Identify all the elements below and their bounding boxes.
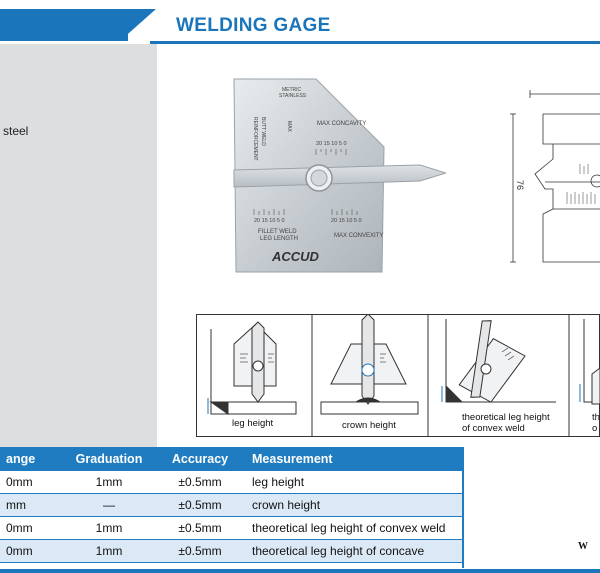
technical-drawing: 76 [510, 90, 600, 263]
footer-fragment: W [578, 541, 588, 552]
cell-accuracy: ±0.5mm [156, 539, 244, 563]
header-range: ange [0, 447, 62, 471]
footer-rule [0, 569, 600, 573]
gage-slider [233, 164, 446, 188]
cell-range: 0mm [0, 471, 62, 494]
marking-butt: BUTT WELD [260, 117, 266, 146]
marking-fillet: FILLET WELD [258, 229, 297, 235]
brand-logo: ACCUD [271, 249, 320, 264]
page-title: WELDING GAGE [176, 15, 331, 36]
marking-scale-left: 20 15 10 5 0 [254, 218, 285, 224]
cell-graduation: 1mm [62, 539, 156, 563]
cell-accuracy: ±0.5mm [156, 516, 244, 540]
header-rule [150, 41, 600, 44]
usage-illustrations: leg height crown height theoretical leg … [196, 314, 600, 437]
cell-range: 0mm [0, 539, 62, 563]
cell-measurement: theoretical leg height of convex weld [244, 516, 463, 540]
header-tab-notch [120, 9, 156, 41]
caption-leg-height: leg height [232, 418, 274, 429]
marking-max: MAX [286, 121, 292, 133]
table-row: 0mm 1mm ±0.5mm theoretical leg height of… [0, 539, 463, 563]
usage-panel-convex-weld [445, 319, 556, 403]
dimension-76: 76 [515, 180, 525, 190]
header-measurement: Measurement [244, 447, 463, 471]
welding-gage-photo: METRIC STAINLESS BUTT WELD REINFORCEMENT… [233, 78, 446, 273]
cell-accuracy: ±0.5mm [156, 493, 244, 517]
header-tab [0, 9, 128, 41]
marking-scale-upper: 20 15 10 5 0 [316, 141, 347, 147]
table-row: 0mm 1mm ±0.5mm theoretical leg height of… [0, 516, 463, 540]
marking-metric: METRIC [282, 87, 302, 93]
marking-stainless: STAINLESS [279, 93, 307, 99]
marking-scale-right: 20 15 10 5 0 [331, 218, 362, 224]
cell-measurement: leg height [244, 471, 463, 494]
left-info-panel: steel [0, 44, 157, 447]
header-graduation: Graduation [62, 447, 156, 471]
usage-panel-leg-height [209, 321, 297, 415]
caption-crown-height: crown height [342, 420, 396, 431]
caption-fragment-o: o [592, 423, 598, 434]
cell-graduation: 1mm [62, 471, 156, 494]
cell-range: 0mm [0, 516, 62, 540]
header-accuracy: Accuracy [156, 447, 244, 471]
caption-fragment-th: th [592, 412, 600, 423]
usage-panel-crown-height [320, 314, 419, 415]
cell-graduation: 1mm [62, 516, 156, 540]
usage-panel-concave-weld [583, 319, 600, 405]
caption-theoretical-leg-height: theoretical leg height [462, 412, 550, 423]
table-row: mm — ±0.5mm crown height [0, 493, 463, 517]
spec-table: ange Graduation Accuracy Measurement 0mm… [0, 447, 463, 563]
cell-measurement: crown height [244, 493, 463, 517]
marking-convexity: MAX CONVEXITY [334, 233, 383, 239]
table-header-row: ange Graduation Accuracy Measurement [0, 447, 463, 471]
cell-graduation: — [62, 493, 156, 517]
material-text: steel [3, 124, 29, 138]
cell-range: mm [0, 493, 62, 517]
usage-frame [196, 314, 600, 437]
table-right-border [462, 447, 464, 568]
caption-of-convex-weld: of convex weld [462, 423, 525, 434]
cell-accuracy: ±0.5mm [156, 471, 244, 494]
marking-concavity: MAX CONCAVITY [317, 121, 366, 127]
marking-leglen: LEG LENGTH [260, 236, 298, 242]
marking-reinf: REINFORCEMENT [252, 117, 258, 161]
cell-measurement: theoretical leg height of concave [244, 539, 463, 563]
table-row: 0mm 1mm ±0.5mm leg height [0, 471, 463, 494]
